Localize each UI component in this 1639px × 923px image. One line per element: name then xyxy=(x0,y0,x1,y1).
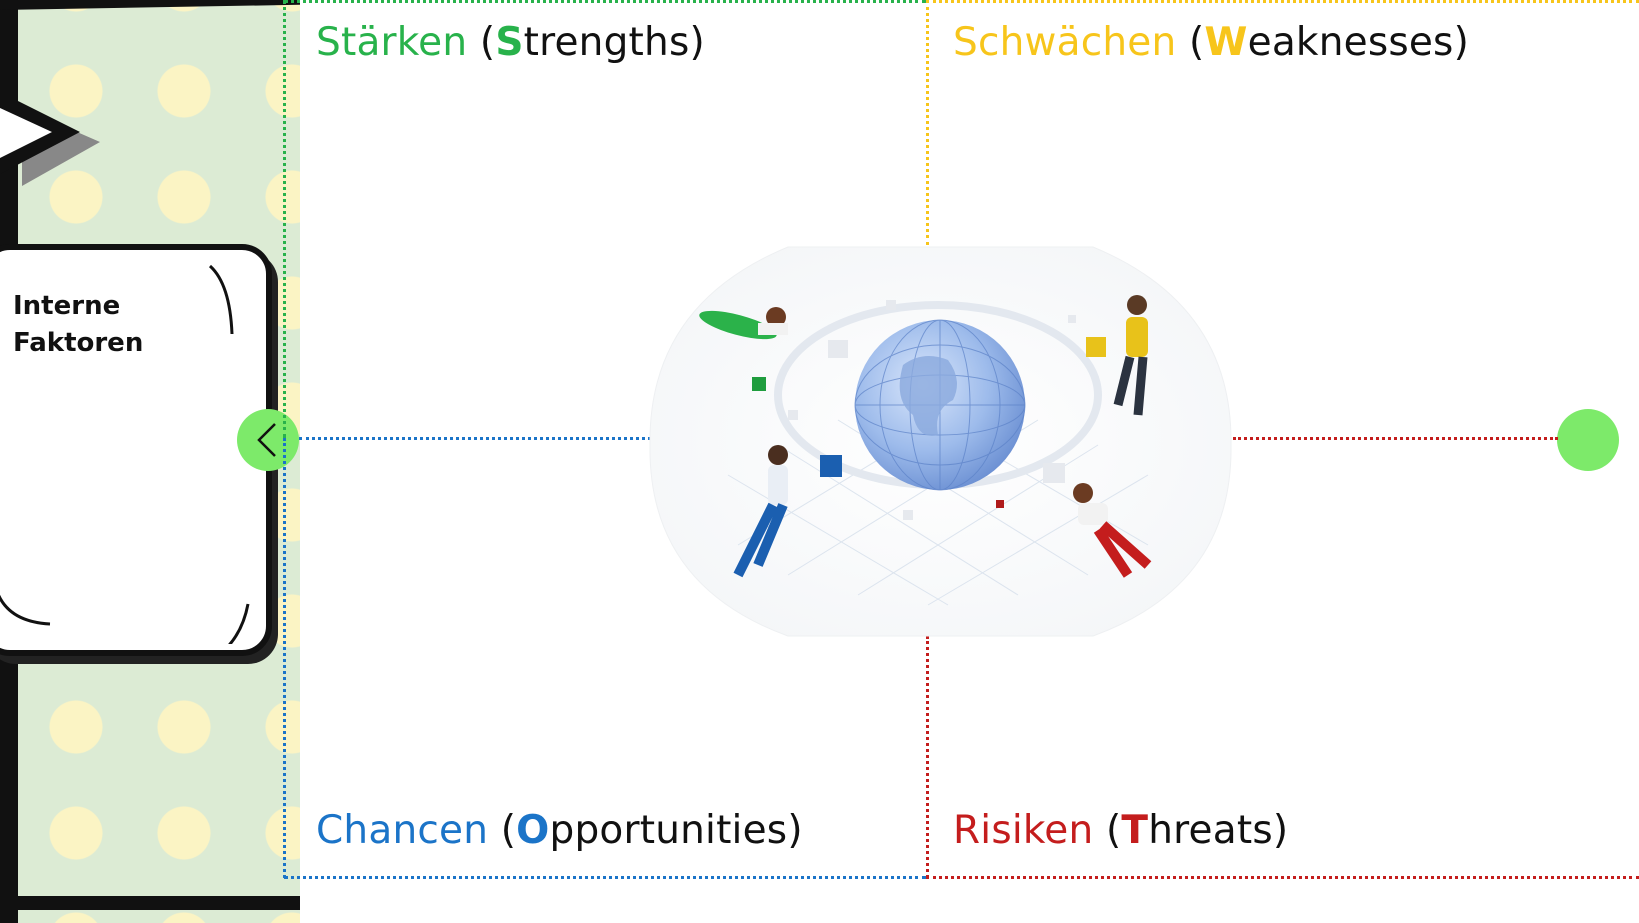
threats-border-bottom xyxy=(926,876,1639,879)
weaknesses-label: Schwächen xyxy=(953,20,1177,65)
person-blue-icon xyxy=(733,445,788,578)
strengths-border-top xyxy=(284,0,926,3)
opportunities-close: ) xyxy=(787,808,803,853)
red-cube-icon xyxy=(996,500,1004,508)
strengths-close: ) xyxy=(689,20,705,65)
weaknesses-initial: W xyxy=(1204,20,1248,65)
globe-vr-people-illustration xyxy=(649,246,1232,637)
threats-title: Risiken (Threats) xyxy=(953,808,1288,853)
weaknesses-rest: eaknesses xyxy=(1247,20,1454,65)
next-button[interactable] xyxy=(1557,409,1619,471)
weaknesses-title: Schwächen (Weaknesses) xyxy=(953,20,1469,65)
person-red-icon xyxy=(1073,483,1152,578)
blue-cube-icon xyxy=(820,455,842,477)
panel-border xyxy=(0,896,300,910)
bubble-label: Interne Faktoren xyxy=(13,288,213,362)
quadrant-divider-bottom xyxy=(926,636,929,878)
opportunities-label: Chancen xyxy=(316,808,489,853)
chevron-left-icon xyxy=(257,423,276,457)
weaknesses-close: ) xyxy=(1453,20,1469,65)
speech-bubble xyxy=(0,244,272,656)
opportunities-border-left xyxy=(283,438,286,878)
person-green-icon xyxy=(699,307,788,340)
threats-label: Risiken xyxy=(953,808,1094,853)
floating-blocks xyxy=(788,300,1076,520)
continent-shape xyxy=(899,356,957,436)
quadrant-divider-left xyxy=(299,437,651,440)
opportunities-title: Chancen (Opportunities) xyxy=(316,808,803,853)
weaknesses-border-top xyxy=(926,0,1639,3)
strengths-open: ( xyxy=(467,20,496,65)
person-yellow-icon xyxy=(1113,295,1148,416)
threats-close: ) xyxy=(1272,808,1289,853)
threats-rest: hreats xyxy=(1148,808,1273,853)
bubble-decoration xyxy=(0,264,250,644)
quadrant-divider-right xyxy=(1233,437,1558,440)
green-cube-icon xyxy=(752,377,766,391)
threats-open: ( xyxy=(1093,808,1122,853)
previous-button[interactable] xyxy=(237,409,299,471)
bubble-line-2: Faktoren xyxy=(13,328,144,358)
strengths-initial: S xyxy=(495,20,524,65)
yellow-cube-icon xyxy=(1086,337,1106,357)
threats-initial: T xyxy=(1121,808,1149,853)
strengths-border-left xyxy=(283,0,286,438)
quadrant-divider-top xyxy=(926,0,929,245)
bubble-line-1: Interne xyxy=(13,291,121,321)
opportunities-initial: O xyxy=(516,808,550,853)
speech-arrow-icon xyxy=(0,92,100,186)
opportunities-open: ( xyxy=(488,808,517,853)
weaknesses-open: ( xyxy=(1176,20,1205,65)
strengths-title: Stärken (Strengths) xyxy=(316,20,705,65)
strengths-rest: trengths xyxy=(523,20,690,65)
opportunities-rest: pportunities xyxy=(549,808,788,853)
opportunities-border-bottom xyxy=(284,876,926,879)
strengths-label: Stärken xyxy=(316,20,468,65)
